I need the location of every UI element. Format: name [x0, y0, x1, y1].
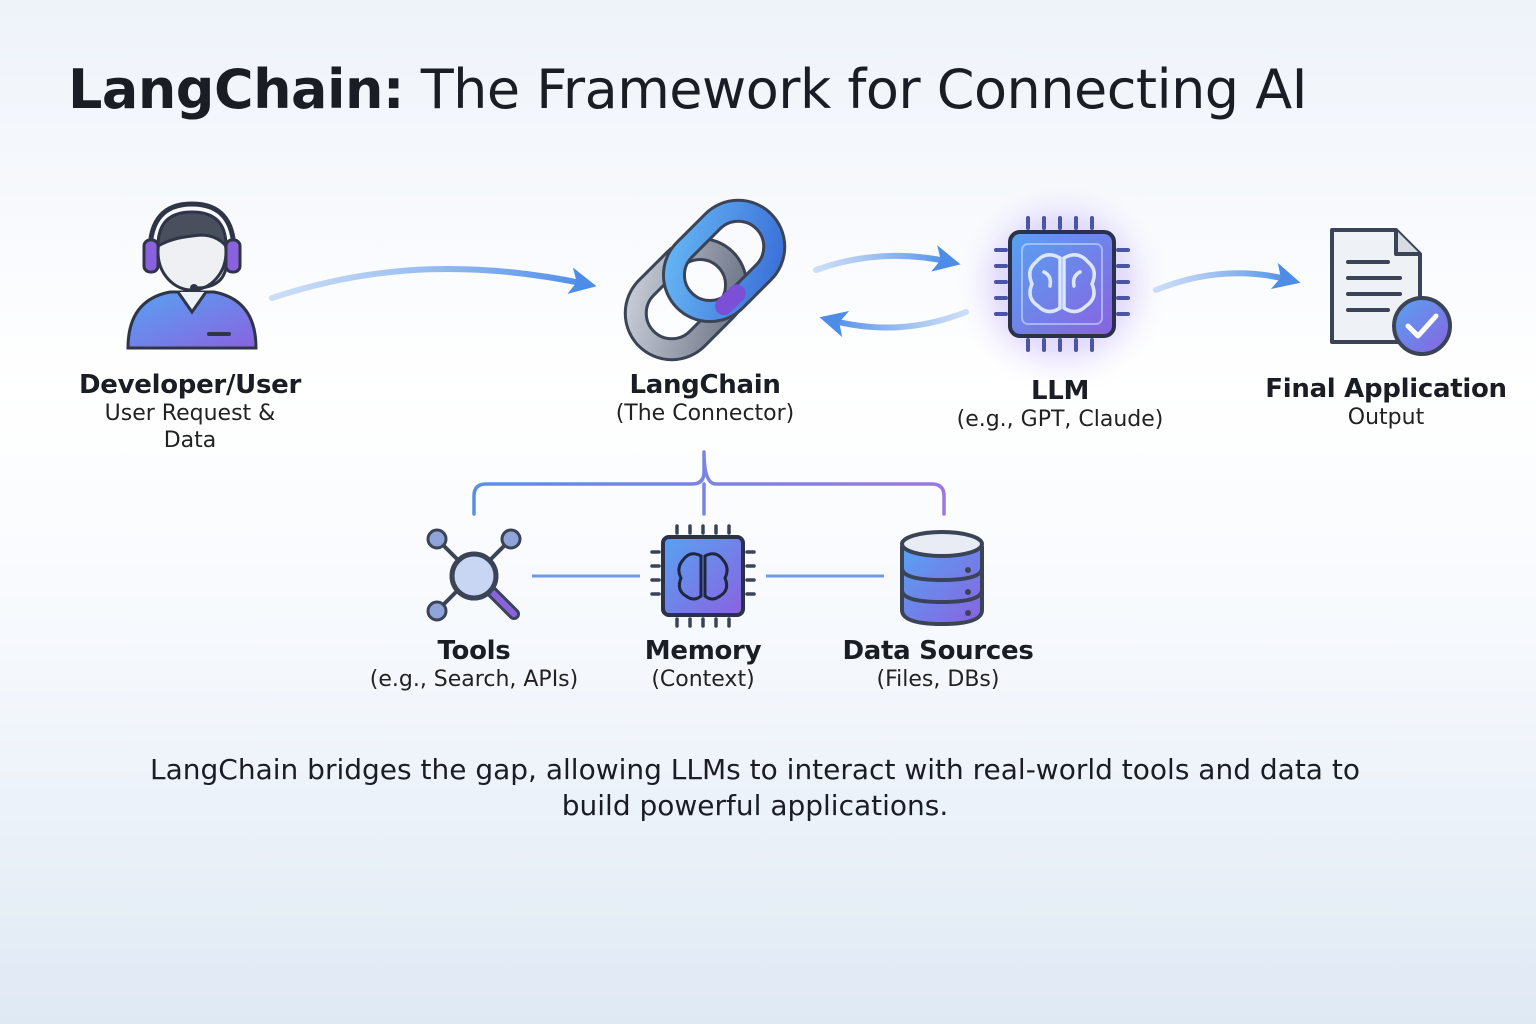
node-memory-label: Memory (Context) — [603, 636, 803, 694]
title-rest: The Framework for Connecting AI — [420, 58, 1308, 121]
node-langchain-name: LangChain — [629, 370, 781, 400]
node-data-sources-name: Data Sources — [842, 636, 1034, 666]
node-memory-name: Memory — [644, 636, 762, 666]
brain-chip-icon — [650, 524, 756, 628]
chain-link-icon — [623, 198, 787, 362]
node-developer-label: Developer/User User Request & Data — [60, 370, 320, 454]
node-llm-name: LLM — [1030, 376, 1090, 406]
node-memory-desc: (Context) — [651, 667, 755, 693]
search-network-icon — [426, 528, 522, 622]
node-llm-desc: (e.g., GPT, Claude) — [956, 407, 1164, 433]
arrow-llm-to-final — [1153, 262, 1301, 293]
node-tools-name: Tools — [437, 636, 511, 666]
node-langchain-label: LangChain (The Connector) — [570, 370, 840, 428]
title-bold: LangChain: — [68, 58, 405, 121]
node-developer-desc: User Request & Data — [104, 401, 276, 453]
node-data-sources-desc: (Files, DBs) — [876, 667, 1000, 693]
node-developer-name: Developer/User — [79, 370, 301, 400]
brain-chip-icon — [994, 216, 1130, 352]
component-bracket — [472, 450, 946, 516]
node-final-name: Final Application — [1265, 374, 1507, 404]
node-tools-desc: (e.g., Search, APIs) — [369, 667, 579, 693]
node-final-desc: Output — [1347, 405, 1425, 431]
node-data-sources-label: Data Sources (Files, DBs) — [818, 636, 1058, 694]
page-title: LangChain: The Framework for Connecting … — [68, 58, 1308, 121]
caption: LangChain bridges the gap, allowing LLMs… — [150, 753, 1360, 823]
headset-user-icon — [126, 201, 258, 350]
node-final-label: Final Application Output — [1248, 374, 1524, 432]
arrow-langchain-to-llm — [813, 245, 961, 273]
node-llm-label: LLM (e.g., GPT, Claude) — [930, 376, 1190, 434]
arrow-llm-to-langchain — [819, 309, 969, 338]
node-langchain-desc: (The Connector) — [615, 401, 795, 427]
database-icon — [900, 530, 984, 627]
document-check-icon — [1330, 228, 1452, 356]
arrow-developer-to-langchain — [269, 265, 597, 301]
node-tools-label: Tools (e.g., Search, APIs) — [344, 636, 604, 694]
